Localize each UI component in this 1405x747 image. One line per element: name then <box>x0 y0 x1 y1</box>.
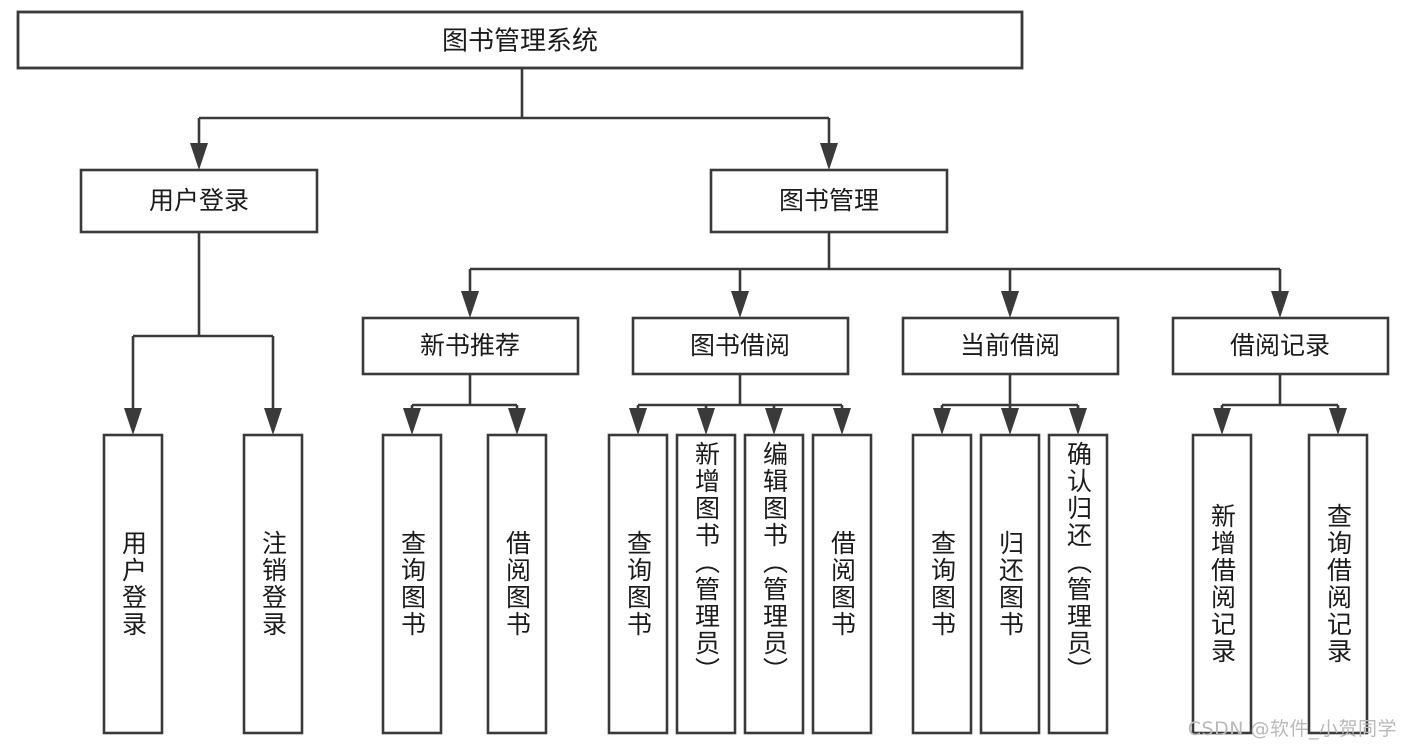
arrow-to-borrow-record <box>1271 291 1289 318</box>
leaf-query-book-2-box[interactable] <box>607 433 669 735</box>
node-book-management[interactable]: 图书管理 <box>709 168 949 234</box>
arrow-to-leaf-logout <box>264 408 282 435</box>
node-current-borrow[interactable]: 当前借阅 <box>901 316 1120 376</box>
node-new-book-recommend-label: 新书推荐 <box>420 331 520 360</box>
leaf-borrow-book-1-box[interactable] <box>486 433 548 735</box>
arrow-to-leaf-borrow-book-2 <box>833 408 851 435</box>
node-book-borrow[interactable]: 图书借阅 <box>631 316 850 376</box>
leaf-query-book-1-box[interactable] <box>381 433 443 735</box>
connectors-borrow-record-to-leaves <box>1213 374 1347 435</box>
node-borrow-record-box[interactable] <box>1171 316 1390 376</box>
csdn-watermark: CSDN @软件_小贺同学 <box>1187 718 1397 740</box>
leaf-add-book-box[interactable] <box>675 433 737 735</box>
node-book-management-label: 图书管理 <box>779 186 879 215</box>
node-borrow-record[interactable]: 借阅记录 <box>1171 316 1390 376</box>
connectors-user-login-to-leaves <box>124 232 282 435</box>
arrow-to-leaf-query-book-1 <box>403 408 421 435</box>
node-user-login-box[interactable] <box>79 168 319 234</box>
connectors-root-to-level2 <box>190 68 838 170</box>
connectors-current-borrow-to-leaves <box>933 374 1087 435</box>
node-new-book-recommend-box[interactable] <box>361 316 580 376</box>
node-new-book-recommend[interactable]: 新书推荐 <box>361 316 580 376</box>
leaf-user-login-box[interactable] <box>102 433 164 735</box>
arrow-to-leaf-user-login <box>124 408 142 435</box>
arrow-to-new-book-recommend <box>461 291 479 318</box>
node-current-borrow-label: 当前借阅 <box>960 331 1060 360</box>
node-root-box[interactable] <box>16 10 1024 70</box>
connectors-book-borrow-to-leaves <box>629 374 851 435</box>
node-user-login[interactable]: 用户登录 <box>79 168 319 234</box>
arrow-to-leaf-query-book-2 <box>629 408 647 435</box>
arrow-to-leaf-query-record <box>1329 408 1347 435</box>
arrow-to-current-borrow <box>1001 291 1019 318</box>
arrow-to-leaf-return-book <box>1001 408 1019 435</box>
node-user-login-label: 用户登录 <box>149 186 249 215</box>
arrow-to-leaf-add-record <box>1213 408 1231 435</box>
node-book-management-box[interactable] <box>709 168 949 234</box>
leaf-confirm-return-box[interactable] <box>1047 433 1109 735</box>
arrow-to-leaf-confirm-return <box>1069 408 1087 435</box>
leaf-query-record-box[interactable] <box>1307 433 1369 735</box>
node-current-borrow-box[interactable] <box>901 316 1120 376</box>
connectors-book-management-to-level3 <box>461 232 1289 318</box>
arrow-to-leaf-borrow-book-1 <box>508 408 526 435</box>
node-root-label: 图书管理系统 <box>442 27 598 57</box>
arrow-to-leaf-add-book <box>697 408 715 435</box>
connectors-new-book-to-leaves <box>403 374 526 435</box>
node-root[interactable]: 图书管理系统 <box>16 10 1024 70</box>
leaf-borrow-book-2-box[interactable] <box>811 433 873 735</box>
node-borrow-record-label: 借阅记录 <box>1230 331 1330 360</box>
arrow-root-to-user-login <box>190 143 208 170</box>
node-book-borrow-label: 图书借阅 <box>690 331 790 360</box>
arrow-to-book-borrow <box>731 291 749 318</box>
leaf-logout-box[interactable] <box>242 433 304 735</box>
leaf-add-record-box[interactable] <box>1191 433 1253 735</box>
arrow-to-leaf-query-book-3 <box>933 408 951 435</box>
arrow-root-to-book-management <box>820 143 838 170</box>
leaf-boxes <box>102 433 1369 735</box>
arrow-to-leaf-edit-book <box>765 408 783 435</box>
leaf-query-book-3-box[interactable] <box>911 433 973 735</box>
leaf-return-book-box[interactable] <box>979 433 1041 735</box>
node-book-borrow-box[interactable] <box>631 316 850 376</box>
leaf-edit-book-box[interactable] <box>743 433 805 735</box>
